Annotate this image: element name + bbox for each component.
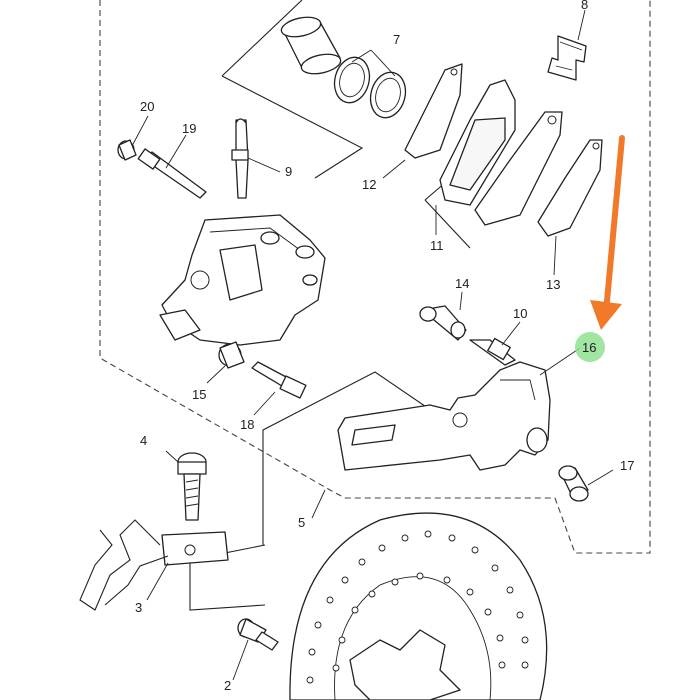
- bleed-screw: [231, 118, 249, 199]
- label-part-4: 4: [140, 433, 147, 448]
- leader-lines: [131, 9, 614, 681]
- label-part-15: 15: [192, 387, 206, 402]
- caliper-boot: [218, 341, 245, 369]
- label-part-12: 12: [362, 177, 376, 192]
- slide-pin: [137, 148, 207, 199]
- assembly-boundary: [99, 0, 651, 554]
- label-part-18: 18: [240, 417, 254, 432]
- label-part-8: 8: [581, 0, 588, 12]
- disc-bolt: [237, 618, 279, 651]
- piston-seal-frame: [221, 0, 364, 179]
- caliper-piston: [280, 16, 342, 75]
- bracket-sleeve: [558, 465, 589, 502]
- pin-boot: [117, 139, 137, 161]
- piston-seals: [333, 56, 407, 119]
- label-part-16: 16: [582, 340, 596, 355]
- label-part-14: 14: [455, 276, 469, 291]
- label-part-10: 10: [513, 306, 527, 321]
- brake-pads: [439, 79, 563, 226]
- caliper-bolt-18: [251, 361, 307, 399]
- pad-shim-right: [537, 139, 603, 237]
- pad-spring-clip: [547, 35, 587, 81]
- guard-bolt: [177, 452, 207, 521]
- pad-shim-left: [404, 63, 463, 159]
- label-part-17: 17: [620, 458, 634, 473]
- caliper-bracket: [337, 361, 551, 471]
- label-part-5: 5: [298, 515, 305, 530]
- brake-disc: [289, 512, 548, 700]
- pointer-arrow: [590, 135, 625, 330]
- label-part-20: 20: [140, 99, 154, 114]
- bracket-bolt-14: [419, 305, 467, 341]
- label-part-7: 7: [393, 32, 400, 47]
- label-part-3: 3: [135, 600, 142, 615]
- label-part-19: 19: [182, 121, 196, 136]
- label-part-9: 9: [285, 164, 292, 179]
- guard-plate: [79, 519, 229, 611]
- pin-bolt-10: [469, 337, 516, 366]
- label-part-2: 2: [224, 678, 231, 693]
- label-part-11: 11: [430, 238, 444, 253]
- caliper-body: [159, 214, 326, 346]
- part-16-highlight: [575, 332, 605, 362]
- label-part-13: 13: [546, 277, 560, 292]
